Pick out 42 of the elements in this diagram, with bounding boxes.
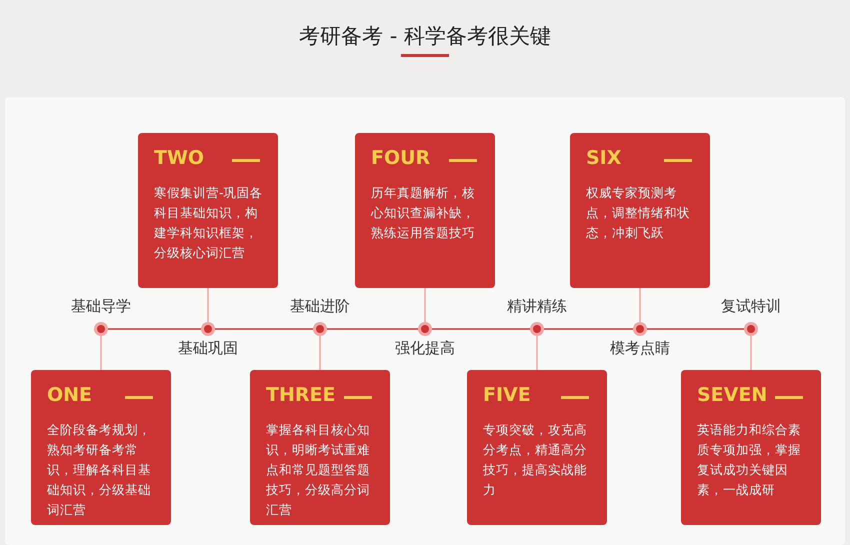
connector-line bbox=[207, 288, 209, 322]
card-text: 英语能力和综合素质专项加强，掌握复试成功关键因素，一战成研 bbox=[697, 421, 802, 499]
card-heading: TWO bbox=[154, 147, 204, 169]
stage-label: 基础进阶 bbox=[289, 297, 351, 316]
connector-line bbox=[639, 288, 641, 322]
stage-card bbox=[681, 370, 821, 525]
stage-card bbox=[467, 370, 607, 525]
timeline-line bbox=[215, 328, 313, 330]
connector-line bbox=[319, 336, 321, 370]
card-heading: THREE bbox=[266, 384, 336, 406]
timeline-line bbox=[108, 328, 201, 330]
stage-label: 强化提高 bbox=[394, 339, 456, 358]
stage-label: 模考点睛 bbox=[609, 339, 671, 358]
card-text: 掌握各科目核心知识，明晰考试重难点和常见题型答题技巧，分级高分词汇营 bbox=[266, 421, 371, 519]
stage-label: 复试特训 bbox=[720, 297, 782, 316]
card-heading: SIX bbox=[586, 147, 622, 169]
card-heading: ONE bbox=[47, 384, 92, 406]
stage-label: 基础导学 bbox=[70, 297, 132, 316]
card-text: 寒假集训营-巩固各科目基础知识，构建学科知识框架，分级核心词汇营 bbox=[154, 184, 264, 262]
stage-card bbox=[250, 370, 390, 525]
connector-line bbox=[536, 336, 538, 370]
timeline-line bbox=[647, 328, 744, 330]
card-text: 全阶段备考规划，熟知考研备考常识，理解各科目基础知识，分级基础词汇营 bbox=[47, 421, 152, 519]
connector-line bbox=[424, 288, 426, 322]
stage-card bbox=[355, 133, 495, 288]
stage-card bbox=[570, 133, 710, 288]
card-heading: FOUR bbox=[371, 147, 430, 169]
timeline-line bbox=[327, 328, 418, 330]
card-heading: SEVEN bbox=[697, 384, 768, 406]
timeline-line bbox=[432, 328, 530, 330]
stage-card bbox=[138, 133, 278, 288]
card-heading: FIVE bbox=[483, 384, 531, 406]
stage-label: 精讲精练 bbox=[506, 297, 568, 316]
connector-line bbox=[750, 336, 752, 370]
stage-card bbox=[31, 370, 171, 525]
stage-label: 基础巩固 bbox=[177, 339, 239, 358]
card-text: 历年真题解析，核心知识查漏补缺，熟练运用答题技巧 bbox=[371, 184, 476, 242]
connector-line bbox=[100, 336, 102, 370]
card-text: 专项突破，攻克高分考点，精通高分技巧，提高实战能力 bbox=[483, 421, 588, 499]
diagram-title: 考研备考 - 科学备考很关键 bbox=[298, 23, 552, 50]
card-text: 权威专家预测考点，调整情绪和状态，冲刺飞跃 bbox=[586, 184, 691, 242]
timeline-line bbox=[544, 328, 633, 330]
